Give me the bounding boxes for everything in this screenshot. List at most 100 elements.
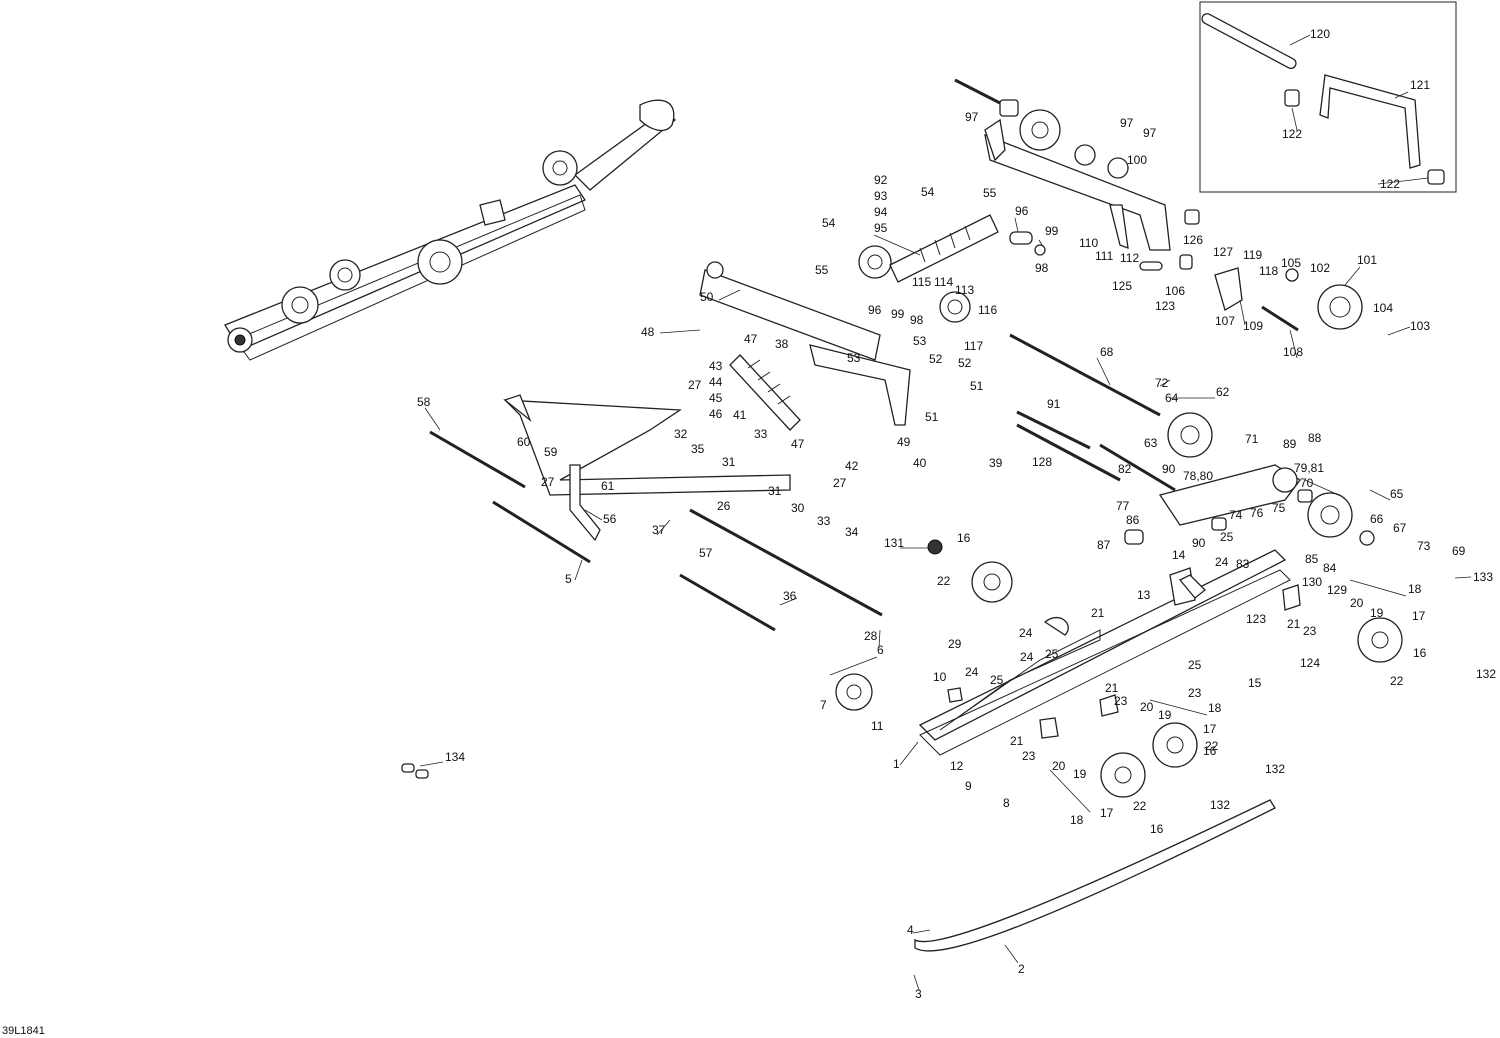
callout-132-b: 132	[1265, 762, 1285, 776]
rear-arm-assembly	[1009, 333, 1375, 546]
callout-134: 134	[445, 750, 465, 764]
callout-7: 7	[820, 698, 827, 712]
callout-59: 59	[544, 445, 558, 459]
callout-16-d: 16	[1413, 646, 1427, 660]
callout-71: 71	[1245, 432, 1259, 446]
callout-1: 1	[893, 757, 900, 771]
slider-shoe	[914, 799, 1276, 952]
callout-54-b: 54	[921, 185, 935, 199]
callout-11: 11	[871, 719, 884, 733]
callout-83: 83	[1236, 557, 1250, 571]
callout-90-a: 90	[1162, 462, 1176, 476]
callout-22-a: 22	[937, 574, 951, 588]
callout-97-b: 97	[1120, 116, 1134, 130]
callout-2: 2	[1018, 962, 1025, 976]
callout-117: 117	[964, 339, 983, 353]
callout-35: 35	[691, 442, 705, 456]
callout-21-d: 21	[1010, 734, 1024, 748]
callout-101: 101	[1357, 253, 1377, 267]
callout-38: 38	[775, 337, 789, 351]
callout-108: 108	[1283, 345, 1303, 359]
callout-18-b: 18	[1208, 701, 1222, 715]
callout-118: 118	[1259, 264, 1278, 278]
callout-109: 109	[1243, 319, 1263, 333]
callout-34: 34	[845, 525, 859, 539]
callout-73: 73	[1417, 539, 1431, 553]
callout-22-d: 22	[1133, 799, 1147, 813]
callout-53-b: 53	[847, 351, 861, 365]
callout-89: 89	[1283, 437, 1297, 451]
rear-axle-assembly	[954, 78, 1363, 332]
callout-70: 70	[1300, 476, 1314, 490]
callout-26: 26	[717, 499, 731, 513]
callout-40: 40	[913, 456, 927, 470]
callout-19-b: 19	[1158, 708, 1172, 722]
callout-33-b: 33	[817, 514, 831, 528]
callout-72: 72	[1155, 376, 1169, 390]
callout-27-b: 27	[541, 475, 555, 489]
callout-25-c: 25	[1045, 647, 1059, 661]
callout-46: 46	[709, 407, 723, 421]
callout-23-a: 23	[1114, 694, 1128, 708]
callout-121: 121	[1410, 78, 1430, 92]
callout-23-c: 23	[1188, 686, 1202, 700]
callout-105: 105	[1281, 256, 1301, 270]
callout-28: 28	[864, 629, 878, 643]
main-rail	[835, 549, 1403, 798]
callout-17-c: 17	[1100, 806, 1114, 820]
callout-100: 100	[1127, 153, 1147, 167]
callout-19-a: 19	[1370, 606, 1384, 620]
callout-20-b: 20	[1140, 700, 1154, 714]
callout-85: 85	[1305, 552, 1319, 566]
inset-box	[1199, 1, 1457, 193]
callout-25-b: 25	[990, 673, 1004, 687]
callout-92: 92	[874, 173, 888, 187]
callout-27-c: 27	[833, 476, 847, 490]
callout-82: 82	[1118, 462, 1132, 476]
callout-98-a: 98	[1035, 261, 1049, 275]
callout-84: 84	[1323, 561, 1337, 575]
callout-131: 131	[884, 536, 904, 550]
callout-5: 5	[565, 572, 572, 586]
callout-22-b: 22	[1390, 674, 1404, 688]
callout-66: 66	[1370, 512, 1384, 526]
callout-43: 43	[709, 359, 723, 373]
callout-10: 10	[933, 670, 947, 684]
callout-21-c: 21	[1105, 681, 1119, 695]
callout-130: 130	[1302, 575, 1322, 589]
callout-44: 44	[709, 375, 723, 389]
callout-112: 112	[1120, 251, 1139, 265]
callout-99-b: 99	[891, 307, 905, 321]
callout-77: 77	[1116, 499, 1130, 513]
callout-78-80: 78,80	[1183, 469, 1213, 483]
callout-21-a: 21	[1091, 606, 1105, 620]
callout-67: 67	[1393, 521, 1407, 535]
callout-128: 128	[1032, 455, 1052, 469]
callout-31-a: 31	[722, 455, 736, 469]
callout-75: 75	[1272, 501, 1286, 515]
callout-106: 106	[1165, 284, 1185, 298]
callout-24-c: 24	[1020, 650, 1034, 664]
callout-91: 91	[1047, 397, 1061, 411]
callout-47-b: 47	[791, 437, 805, 451]
callout-labels: 1 2 3 4 5 6 7 8 9 10 11 12 13 14 15 16 1…	[417, 27, 1496, 1001]
callout-45: 45	[709, 391, 723, 405]
callout-86: 86	[1126, 513, 1140, 527]
callout-30: 30	[791, 501, 805, 515]
callout-33-a: 33	[754, 427, 768, 441]
callout-123-a: 123	[1155, 299, 1175, 313]
callout-18-a: 18	[1408, 582, 1422, 596]
callout-58: 58	[417, 395, 431, 409]
callout-16-c: 16	[1150, 822, 1164, 836]
callout-22-c: 22	[1205, 739, 1219, 753]
callout-115: 115	[912, 275, 931, 289]
callout-88: 88	[1308, 431, 1322, 445]
figure-reference-code: 39L1841	[2, 1025, 45, 1037]
callout-51-a: 51	[970, 379, 984, 393]
callout-87: 87	[1097, 538, 1111, 552]
callout-49: 49	[897, 435, 911, 449]
callout-132-c: 132	[1210, 798, 1230, 812]
callout-42: 42	[845, 459, 859, 473]
callout-132-a: 132	[1476, 667, 1496, 681]
callout-79-81: 79,81	[1294, 461, 1324, 475]
